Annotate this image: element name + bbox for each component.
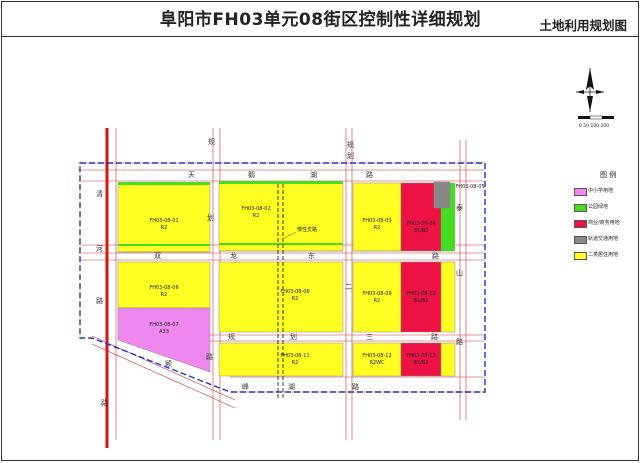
parcel-label-id: FH03-08-09 xyxy=(362,291,391,297)
parcel-label-id: FH03-08-11 xyxy=(280,353,309,359)
road-char: 划 xyxy=(347,151,354,160)
parcel-fh03-08-06 xyxy=(117,261,211,309)
parcel-fh03-08-02 xyxy=(218,182,344,252)
road-char: 双 xyxy=(154,252,161,260)
slow-lane-label: 慢性支路 xyxy=(297,226,317,233)
header-divider xyxy=(1,36,639,37)
road-char: 湖 xyxy=(288,382,295,391)
legend-swatch xyxy=(574,236,587,244)
road-char: 路 xyxy=(456,337,463,346)
road-char: 龙 xyxy=(230,251,237,260)
parcel-label-id: FH03-08-04 xyxy=(406,221,435,227)
parcel-label-id: FH03-08-07 xyxy=(149,322,178,328)
legend-label: 轨道交通用地 xyxy=(588,236,619,242)
road-char: 路 xyxy=(432,251,439,260)
legend-item: 公园绿地 xyxy=(570,204,640,212)
road-char: 颍 xyxy=(165,360,172,368)
parcel-label-code: R2 xyxy=(161,292,168,298)
parcel-label-code: B1/B2 xyxy=(414,298,429,304)
road-char: 划 xyxy=(290,332,297,341)
parcel-label-id: FH03-08-06 xyxy=(149,285,178,291)
parcel-labels: FH03-08-01 R2 FH03-08-02 R2 FH03-08-03 R… xyxy=(149,184,484,366)
legend-label: 中小学用地 xyxy=(588,188,614,194)
parcel-label-id: FH03-08-10 xyxy=(406,291,435,297)
road-char: 峰 xyxy=(242,382,249,391)
parcel-label-code: R2 xyxy=(292,360,299,366)
road-char: 东 xyxy=(308,251,315,260)
parcel-label-code: R2 xyxy=(253,213,260,219)
road-char: 规 xyxy=(208,137,215,146)
parcel-label-code: R2WC xyxy=(369,360,385,366)
legend-label: 二类居住用地 xyxy=(588,252,619,258)
legend-label: 公园绿地 xyxy=(588,204,609,210)
legend-swatch xyxy=(574,204,587,212)
page-title: 阜阳市FH03单元08街区控制性详细规划 xyxy=(159,10,482,30)
block-boundary xyxy=(79,162,486,393)
legend-label: 商业/商务用地 xyxy=(588,220,620,226)
parcel-fh03-08-11 xyxy=(218,342,344,377)
parcel-label-code: B1/B2 xyxy=(414,228,429,234)
parcel-fh03-08-05 xyxy=(433,181,451,209)
parcel-label-id: FH03-08-01 xyxy=(149,218,178,224)
legend-item: 二类居住用地 xyxy=(570,252,640,260)
parcel-label-id: FH03-08-08 xyxy=(280,289,309,295)
parcel-label-code: R2 xyxy=(374,298,381,304)
scale-bar xyxy=(578,115,614,120)
scale-label: 0 50 100 200 xyxy=(579,124,610,129)
road-char: 三 xyxy=(366,333,373,341)
road-char: 天 xyxy=(188,171,195,179)
legend-title: 图 例 xyxy=(600,171,617,179)
north-arrow-icon xyxy=(576,68,604,112)
map-subtitle: 土地利用规划图 xyxy=(539,18,627,33)
road-char: 河 xyxy=(96,245,103,253)
parcel-fh03-08-03 xyxy=(352,182,402,252)
parcel-label-id: FH03-08-05 xyxy=(455,184,484,190)
parcel-label-code: R2 xyxy=(374,225,381,231)
parcel-label-id: FH03-08-13 xyxy=(406,353,435,359)
parcel-label-code: B1/B2 xyxy=(414,360,429,366)
legend-swatch xyxy=(574,220,587,228)
road-char: 划 xyxy=(207,213,214,222)
road-char: 路 xyxy=(366,170,373,179)
parcel-fh03-08-08 xyxy=(218,261,344,333)
road-labels: 规 规 划 天 鹅 湖 路 清 河 路 双 龙 东 路 划 二 规 划 三 路 … xyxy=(96,137,463,407)
road-char: 泰 xyxy=(456,203,463,212)
road-char: 二 xyxy=(345,283,352,291)
parcel-fh03-08-07 xyxy=(117,307,211,373)
parcel-label-code: A33 xyxy=(159,329,169,335)
road-char: 规 xyxy=(228,332,235,341)
parcel-dividers xyxy=(118,250,455,253)
road-char: 路 xyxy=(431,332,438,341)
road-char: 山 xyxy=(456,268,463,277)
parcel-fh03-08-09 xyxy=(352,261,402,333)
road-char: 路 xyxy=(352,382,359,391)
parcel-label-code: R2 xyxy=(292,296,299,302)
road-char: 规 xyxy=(347,140,354,149)
legend-item: 商业/商务用地 xyxy=(570,220,640,228)
parcels xyxy=(117,181,456,377)
parcel-fh03-08-10 xyxy=(400,261,442,333)
legend-swatch xyxy=(574,252,587,260)
legend-swatch xyxy=(574,188,587,196)
parcel-label-id: FH03-08-02 xyxy=(241,206,270,212)
road-char: 鹅 xyxy=(248,170,255,179)
parcel-label-id: FH03-08-03 xyxy=(362,218,391,224)
legend-item: 中小学用地 xyxy=(570,188,640,196)
parcel-label-code: R2 xyxy=(161,225,168,231)
parcel-label-id: FH03-08-12 xyxy=(362,353,391,359)
parcel-fh03-08-12 xyxy=(352,342,402,377)
road-char: 清 xyxy=(96,189,103,198)
road-char: 湖 xyxy=(310,170,317,179)
road-char: 路 xyxy=(206,352,213,361)
road-char: 路 xyxy=(101,398,108,407)
road-char: 路 xyxy=(96,296,103,305)
legend-item: 轨道交通用地 xyxy=(570,236,640,244)
